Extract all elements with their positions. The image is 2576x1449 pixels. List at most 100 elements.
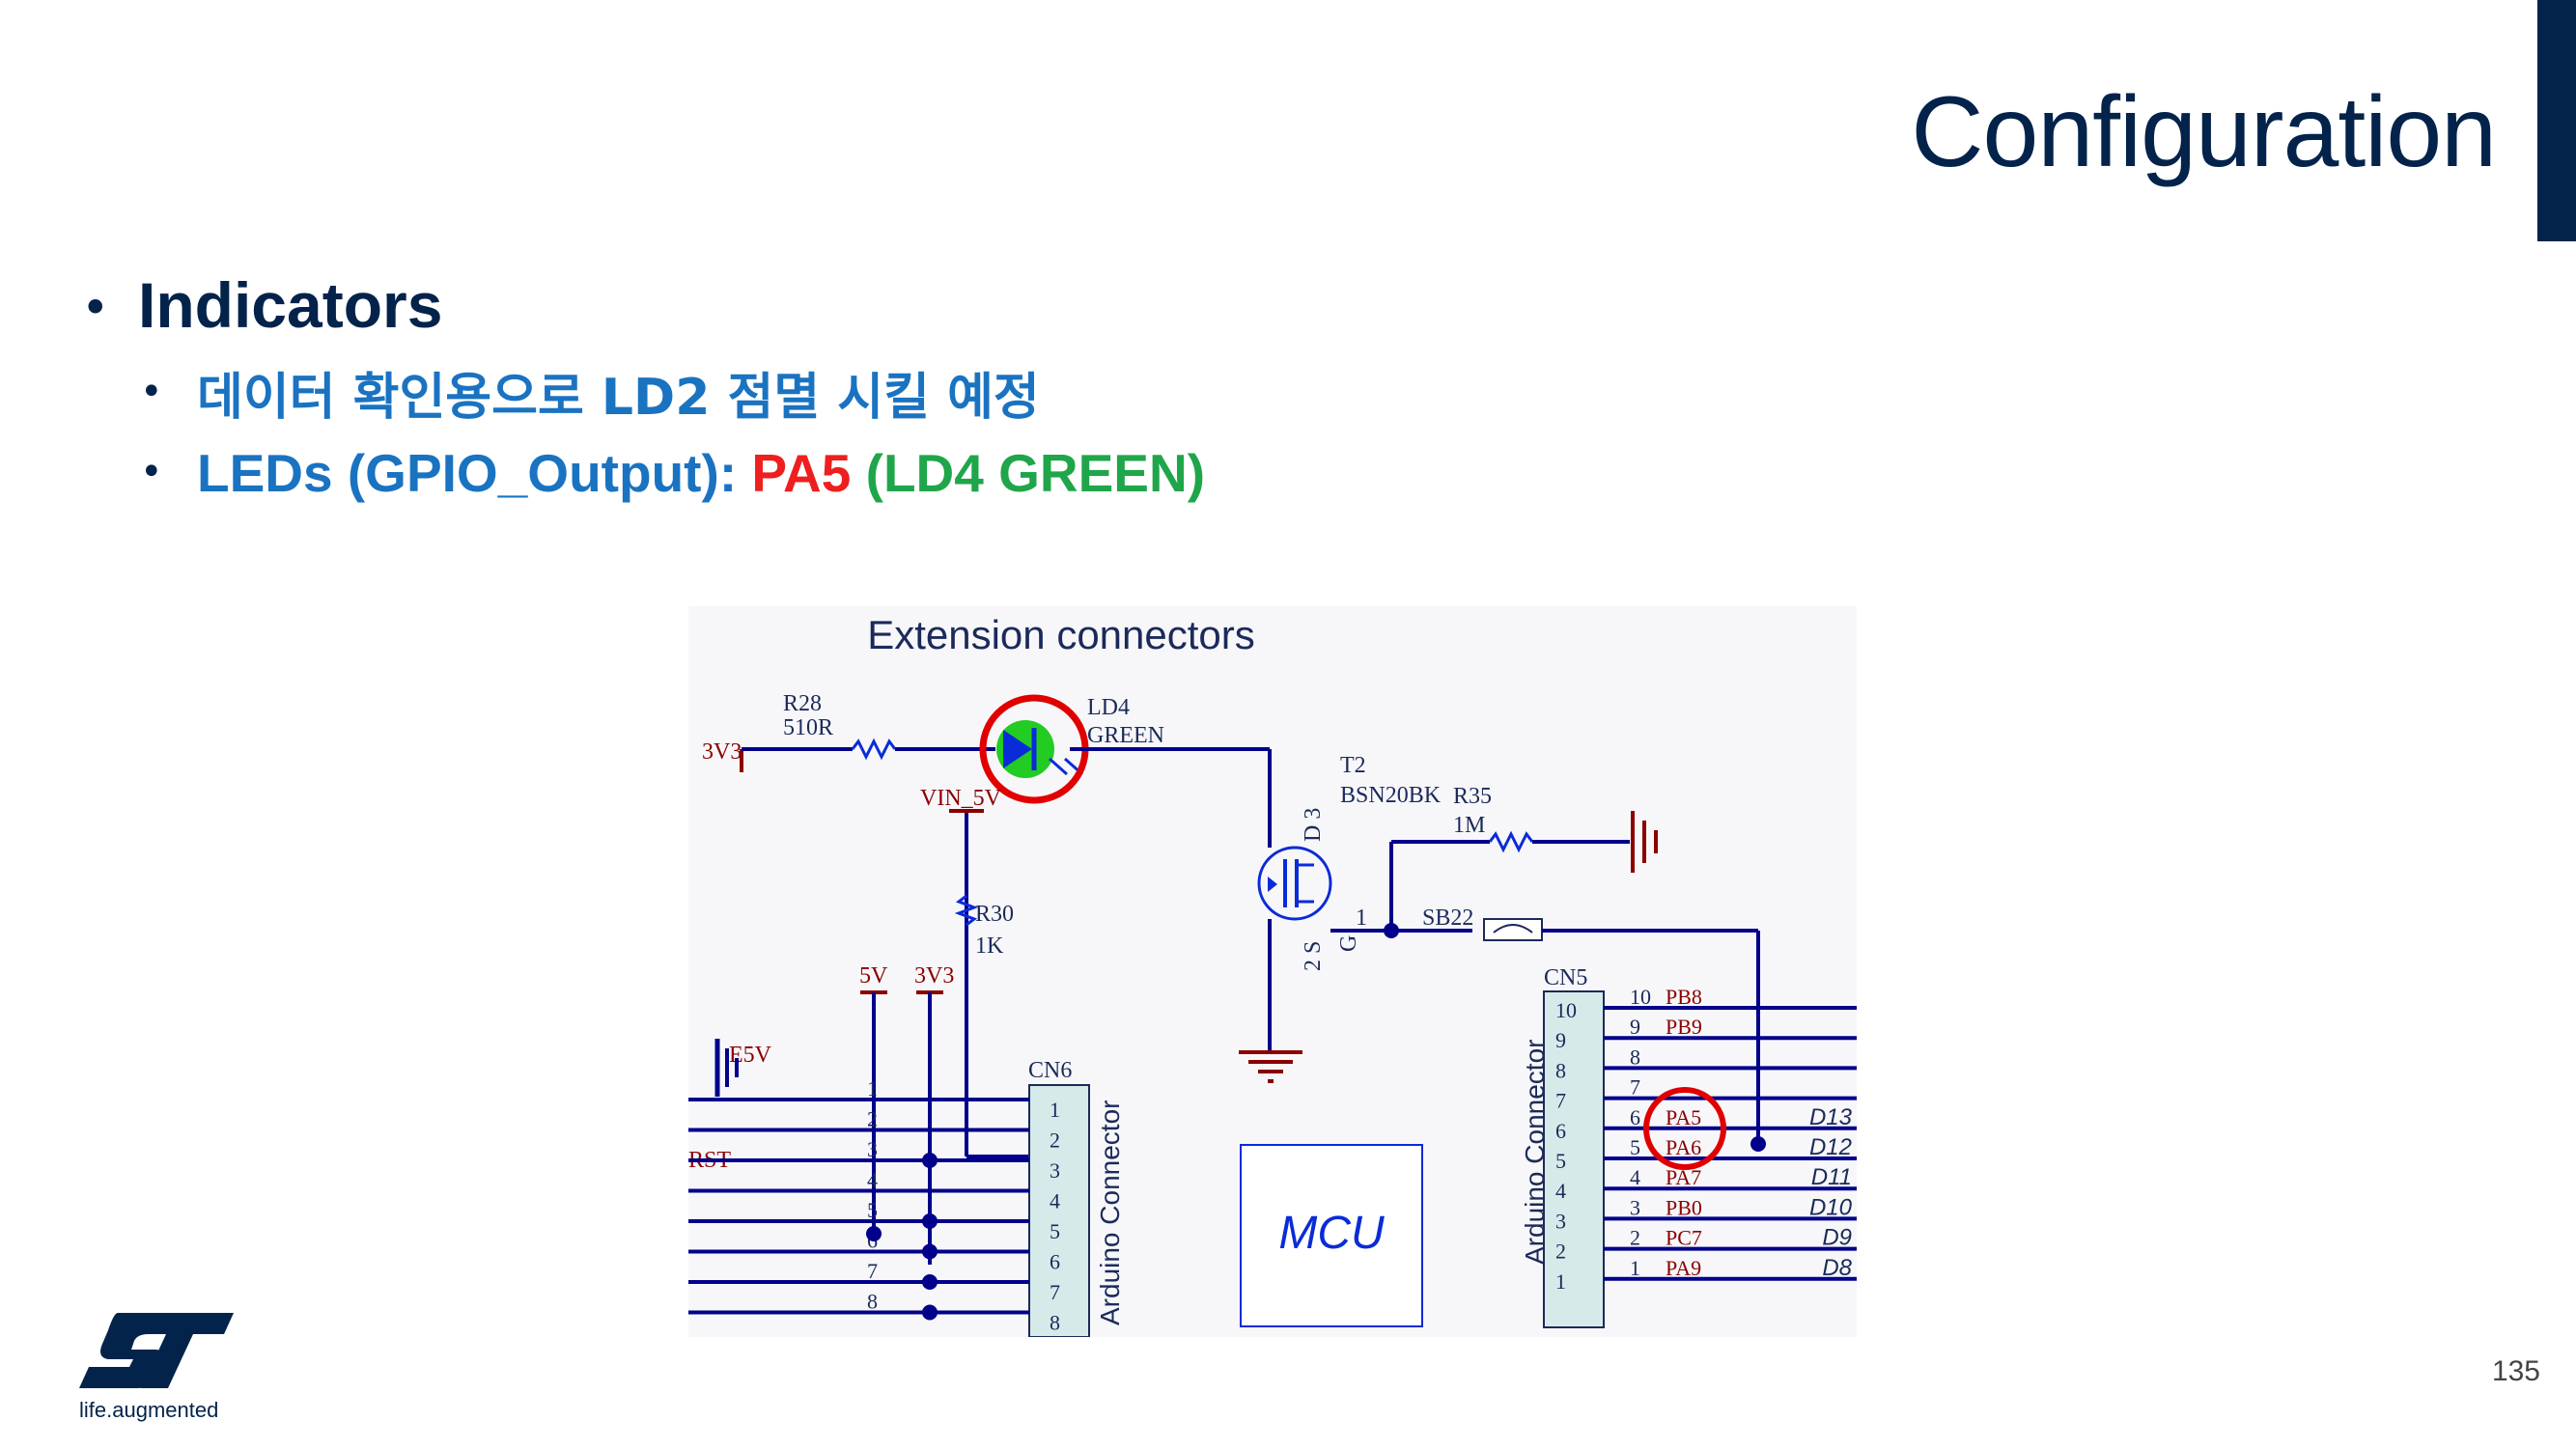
cn5-outer-pin-number: 7	[1630, 1075, 1640, 1100]
cn6-outer-pin-number: 7	[867, 1259, 878, 1283]
ld4-value: GREEN	[1087, 723, 1164, 748]
net-3v3-label: 3V3	[702, 739, 742, 765]
cn5-ref: CN5	[1544, 965, 1587, 990]
cn5-net-label: PA9	[1666, 1256, 1701, 1280]
r28-value: 510R	[783, 715, 833, 740]
bullet-marker: •	[140, 370, 163, 414]
cn5-inner-pin-number: 3	[1555, 1209, 1566, 1233]
pa5-highlight-circle	[1643, 1087, 1726, 1170]
cn5-net-label: PC7	[1666, 1226, 1702, 1250]
net-5v-label: 5V	[859, 963, 888, 989]
cn5-outer-pin-number: 3	[1630, 1195, 1640, 1219]
r28-ref: R28	[783, 691, 822, 716]
bullet-marker: •	[81, 280, 110, 336]
cn5-inner-pin-number: 9	[1555, 1028, 1566, 1052]
cn6-ref: CN6	[1028, 1058, 1072, 1083]
cn6-pin-group: 1122334455667788	[688, 1076, 1060, 1335]
cn5-outer-pin-number: 10	[1630, 985, 1651, 1009]
cn6-junction	[922, 1304, 938, 1321]
cn5-arduino-label: D12	[1809, 1134, 1852, 1160]
cn5-inner-pin-number: 7	[1555, 1089, 1566, 1113]
connector-cn5	[1543, 990, 1605, 1328]
r30-value: 1K	[975, 933, 1004, 959]
ld4-ref: LD4	[1087, 695, 1130, 720]
r35-ref: R35	[1453, 784, 1492, 809]
bullet-indicators: Indicators	[138, 269, 443, 341]
cn5-net-label: PA6	[1666, 1135, 1701, 1159]
schematic-image: Extension connectors 3V3 R28 510R LD4 GR…	[688, 606, 1857, 1338]
cn6-inner-pin-number: 1	[1050, 1098, 1060, 1122]
cn6-junction	[866, 1226, 882, 1241]
cn5-arduino-label: D9	[1822, 1225, 1852, 1251]
cn5-outer-pin-number: 4	[1630, 1165, 1640, 1189]
connector-cn6	[1028, 1084, 1090, 1338]
mcu-block	[1240, 1144, 1423, 1327]
cn5-inner-pin-number: 2	[1555, 1240, 1566, 1264]
net-vin-label: VIN_5V	[920, 786, 1002, 811]
page-number: 135	[2491, 1355, 2540, 1387]
cn5-inner-pin-number: 10	[1555, 998, 1577, 1022]
cn6-junction	[922, 1213, 938, 1229]
sb22-ref: SB22	[1422, 906, 1473, 931]
r30-ref: R30	[975, 902, 1014, 927]
bullet-leds-config: LEDs (GPIO_Output): PA5 (LD4 GREEN)	[197, 442, 1205, 504]
cn6-inner-pin-number: 2	[1050, 1129, 1060, 1153]
cn5-inner-pin-number: 8	[1555, 1058, 1566, 1082]
cn6-inner-pin-number: 3	[1050, 1158, 1060, 1183]
cn5-arduino-label: D11	[1811, 1164, 1852, 1190]
cn5-arduino-label: D13	[1809, 1104, 1853, 1130]
t2-ref: T2	[1340, 753, 1366, 778]
bullet-korean-note: 데이터 확인용으로 LD2 점멸 시킬 예정	[197, 369, 1040, 427]
resistor-r35	[1488, 830, 1534, 853]
schematic-title: Extension connectors	[867, 612, 1255, 657]
cn5-net-label: PB9	[1666, 1015, 1702, 1039]
mosfet-t2-icon	[1257, 846, 1332, 921]
st-logo-icon	[79, 1313, 234, 1388]
cn6-outer-pin-number: 1	[867, 1076, 878, 1101]
cn6-junction	[922, 1274, 938, 1290]
resistor-r30	[954, 894, 979, 927]
leds-label: LEDs (GPIO_Output):	[197, 443, 752, 503]
r35-value: 1M	[1453, 813, 1485, 838]
cn5-net-label: PA5	[1666, 1105, 1701, 1129]
cn6-inner-pin-number: 8	[1050, 1311, 1060, 1335]
cn5-arduino-label: D8	[1822, 1255, 1852, 1281]
solder-bridge-sb22	[1483, 918, 1543, 941]
cn6-inner-pin-number: 7	[1050, 1280, 1060, 1304]
cn5-inner-pin-number: 5	[1555, 1149, 1566, 1173]
cn5-inner-pin-number: 1	[1555, 1269, 1566, 1294]
cn5-outer-pin-number: 8	[1630, 1045, 1640, 1069]
title-accent-bar	[2537, 0, 2576, 241]
pin-pa5-label: PA5	[751, 443, 852, 503]
cn6-outer-pin-number: 3	[867, 1137, 878, 1161]
resistor-r28	[851, 738, 897, 761]
cn6-outer-pin-number: 8	[867, 1290, 878, 1314]
cn6-label: Arduino Connector	[1095, 1101, 1125, 1325]
cn5-outer-pin-number: 1	[1630, 1256, 1640, 1280]
cn6-junction	[922, 1243, 938, 1260]
cn5-outer-pin-number: 5	[1630, 1135, 1640, 1159]
cn6-junction	[922, 1153, 938, 1168]
cn5-inner-pin-number: 4	[1555, 1179, 1566, 1203]
t2-pin-g: G	[1336, 935, 1361, 952]
cn6-inner-pin-number: 5	[1050, 1219, 1060, 1243]
t2-pin-1: 1	[1356, 906, 1367, 931]
ld4-green-label: (LD4 GREEN)	[851, 443, 1206, 503]
cn5-net-label: PB8	[1666, 985, 1702, 1009]
t2-pin-s: 2 S	[1301, 941, 1326, 971]
net-3v3b-label: 3V3	[914, 963, 954, 989]
cn6-outer-pin-number: 5	[867, 1198, 878, 1222]
cn5-label: Arduino Connector	[1520, 1040, 1550, 1265]
slide-title: Configuration	[1911, 76, 2497, 188]
cn5-outer-pin-number: 6	[1630, 1105, 1640, 1129]
mcu-label: MCU	[1278, 1208, 1385, 1259]
cn5-outer-pin-number: 2	[1630, 1226, 1640, 1250]
bullet-marker: •	[140, 450, 163, 494]
cn6-outer-pin-number: 2	[867, 1107, 878, 1131]
logo-tagline: life.augmented	[79, 1398, 219, 1422]
t2-value: BSN20BK	[1340, 783, 1442, 808]
t2-pin-d: D 3	[1301, 808, 1326, 842]
cn5-outer-pin-number: 9	[1630, 1015, 1640, 1039]
cn6-inner-pin-number: 4	[1050, 1189, 1060, 1213]
cn6-outer-pin-number: 4	[867, 1168, 878, 1192]
